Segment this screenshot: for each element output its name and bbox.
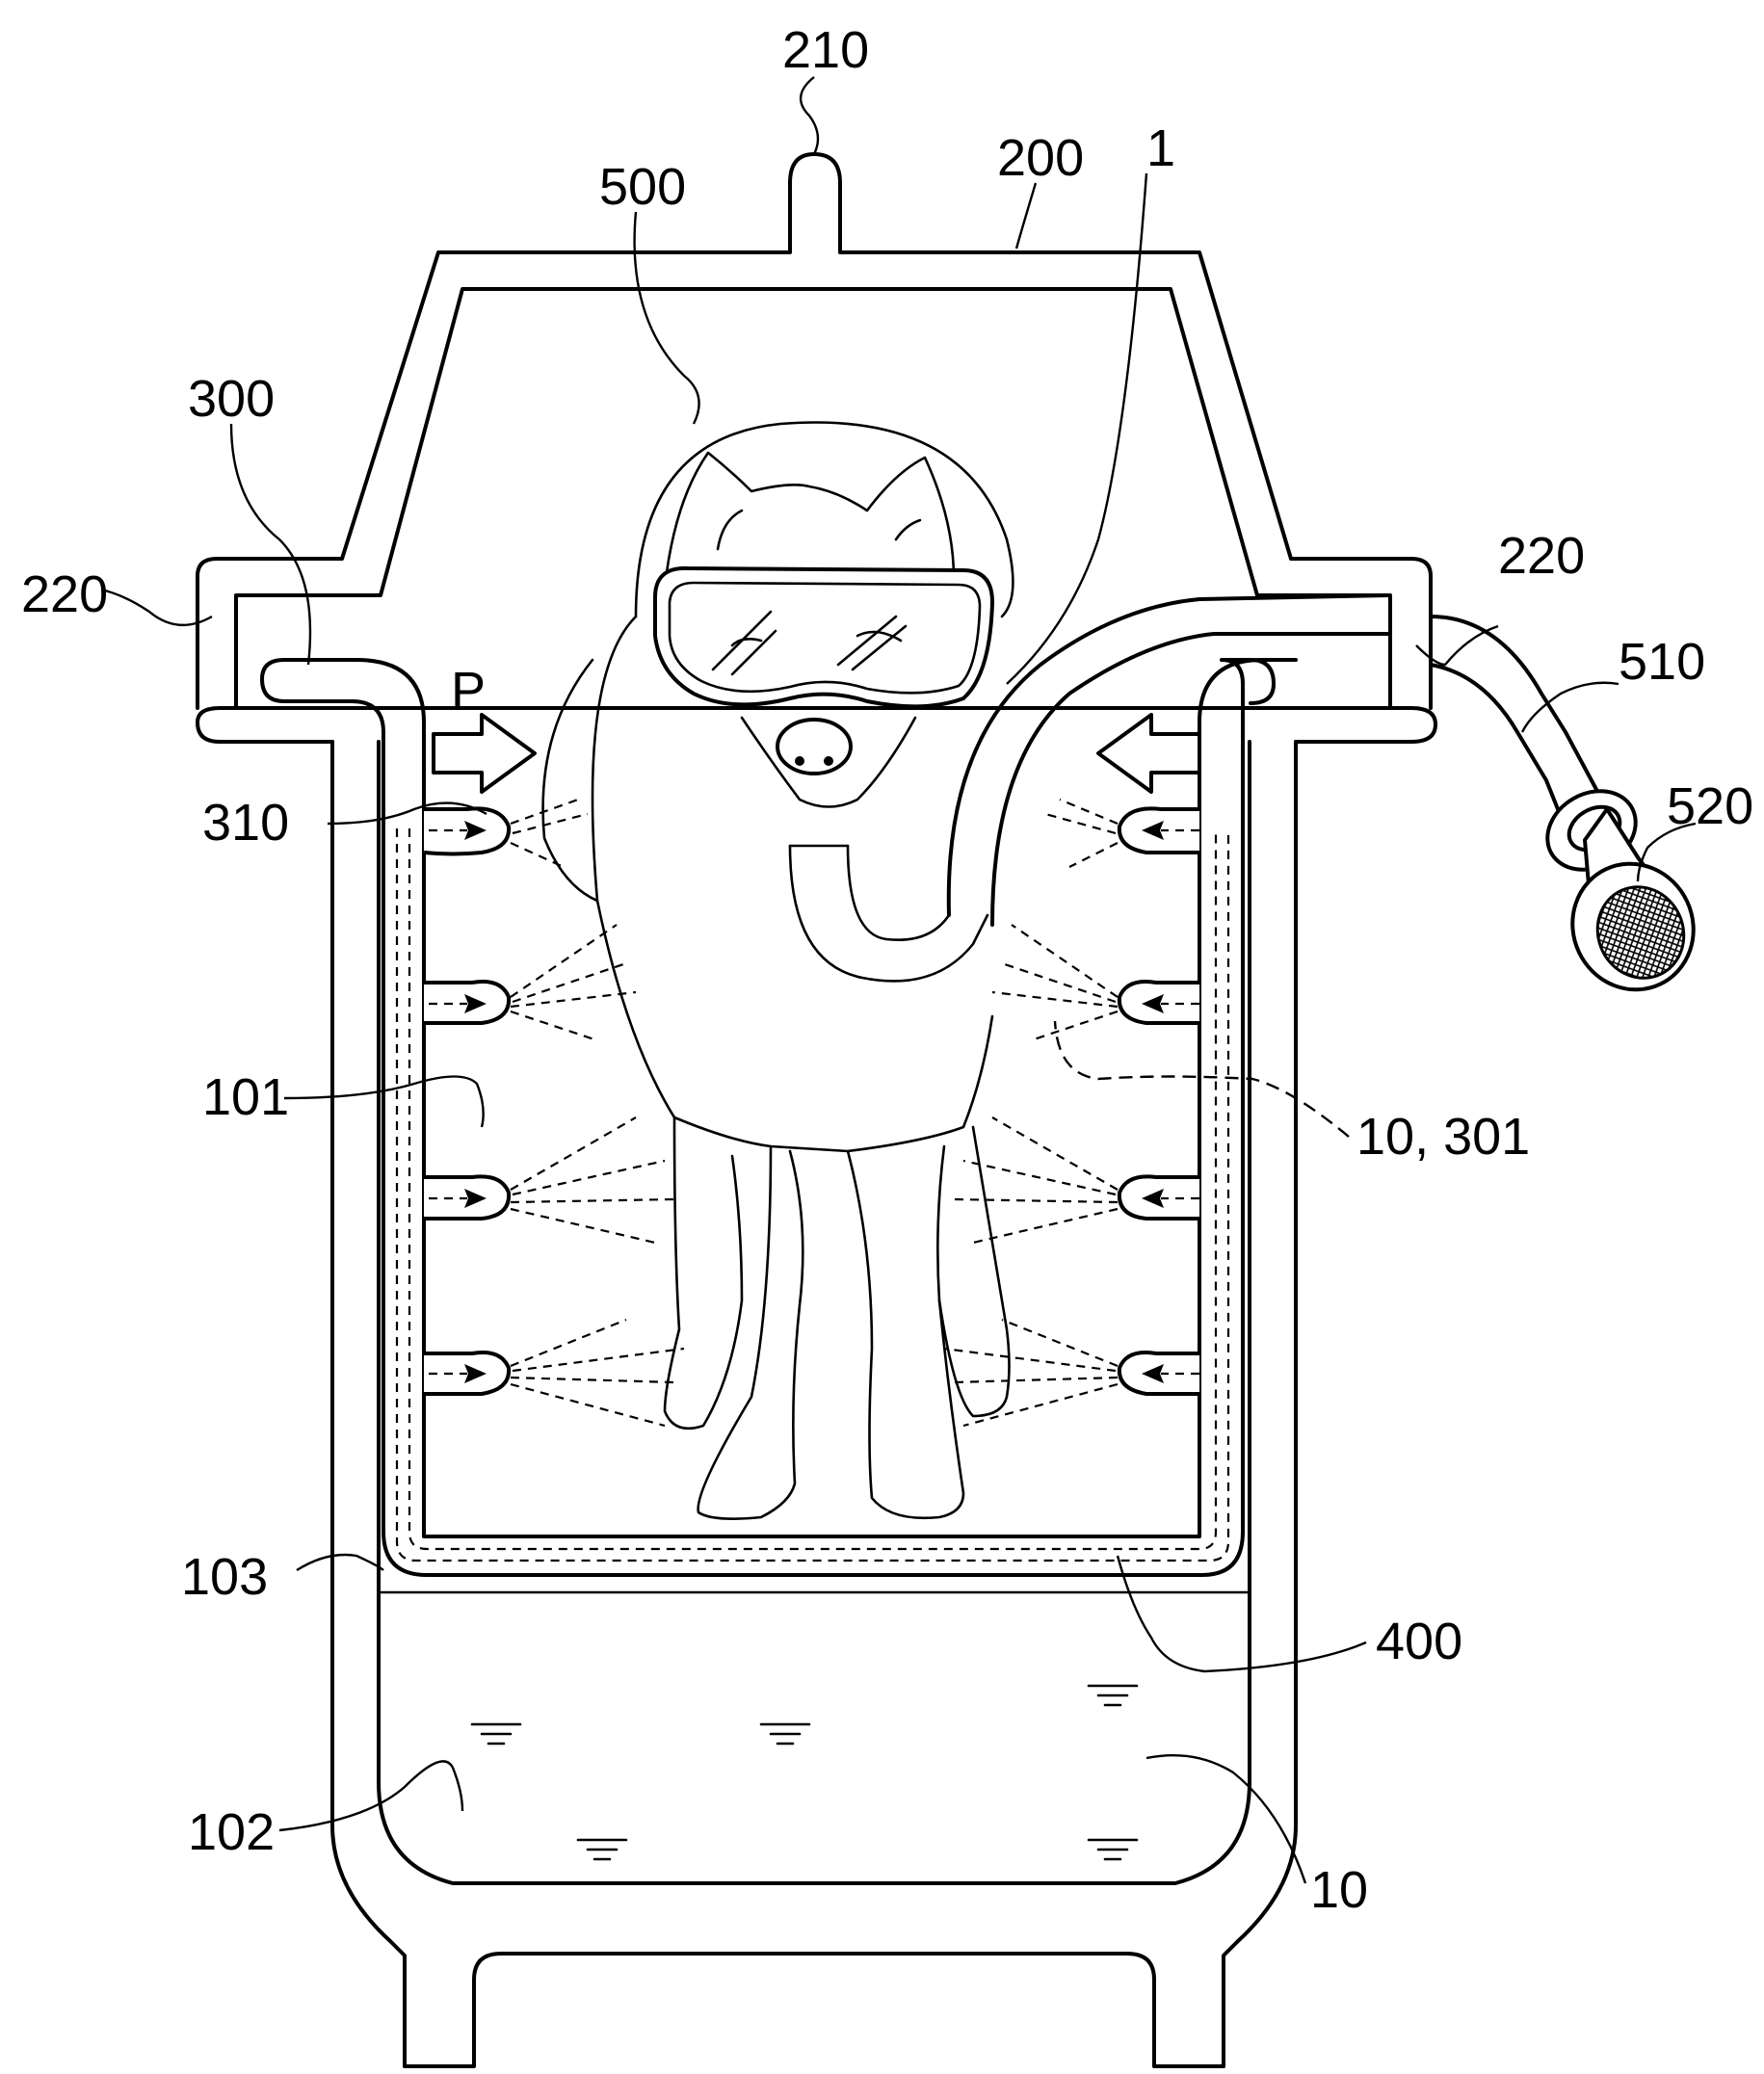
label-10: 10 <box>1310 1861 1368 1919</box>
label-101: 101 <box>202 1068 289 1126</box>
basket-300 <box>260 658 1298 1577</box>
label-200: 200 <box>997 129 1084 187</box>
water-spray <box>510 798 1119 1428</box>
air-arrows <box>432 713 1201 794</box>
label-1: 1 <box>1146 119 1175 177</box>
label-220-left: 220 <box>21 565 108 623</box>
label-220-right: 220 <box>1498 527 1585 585</box>
label-400: 400 <box>1376 1613 1462 1670</box>
pet-with-mask <box>541 421 1014 1520</box>
nozzles-left <box>423 806 512 1396</box>
label-102: 102 <box>188 1803 275 1861</box>
hose-510 <box>946 593 1609 927</box>
label-210: 210 <box>782 21 869 79</box>
label-300: 300 <box>188 370 275 428</box>
label-p: P <box>451 662 486 720</box>
label-103: 103 <box>181 1548 268 1606</box>
water-level-symbols <box>470 1684 1139 1861</box>
label-510: 510 <box>1619 633 1705 691</box>
spray-head-520 <box>1545 789 1696 992</box>
outer-tub <box>196 706 1437 2068</box>
label-520: 520 <box>1667 777 1753 835</box>
label-310: 310 <box>202 794 289 852</box>
label-10-301: 10, 301 <box>1356 1108 1530 1166</box>
label-500: 500 <box>599 158 686 216</box>
leader-lines <box>100 76 1697 1884</box>
nozzles-right <box>1117 806 1199 1396</box>
reference-labels: 210 200 500 1 300 220 220 510 520 P 310 … <box>21 21 1753 1919</box>
